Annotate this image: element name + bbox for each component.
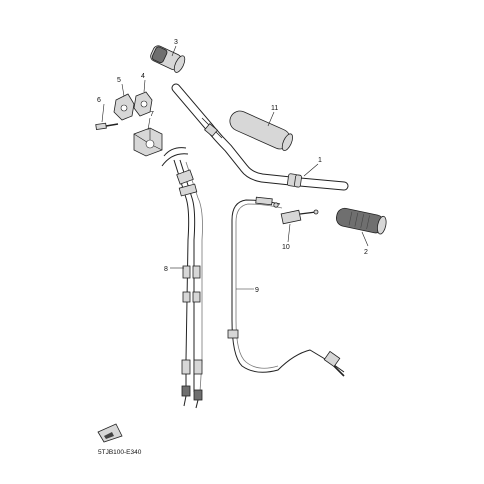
callout-1: 1 xyxy=(318,157,322,164)
callout-2: 2 xyxy=(364,249,368,256)
throttle-grip-assembly[interactable] xyxy=(149,43,187,74)
handlebar-pad[interactable] xyxy=(227,108,295,153)
diagram-code: 5TJB100-E340 xyxy=(98,449,142,456)
clutch-cable[interactable] xyxy=(227,196,345,377)
callouts: 3 5 4 6 7 11 1 2 8 9 10 xyxy=(97,39,368,294)
left-grip[interactable] xyxy=(335,207,388,235)
leader-lines xyxy=(101,45,369,290)
throttle-housing-cap[interactable] xyxy=(113,93,135,121)
callout-7: 7 xyxy=(150,111,154,118)
callout-4: 4 xyxy=(141,73,145,80)
callout-9: 9 xyxy=(255,287,259,294)
handlebar[interactable] xyxy=(171,83,349,191)
callout-6: 6 xyxy=(97,97,101,104)
cable-adjuster[interactable] xyxy=(280,209,319,225)
screw[interactable] xyxy=(95,122,119,130)
callout-3: 3 xyxy=(174,39,178,46)
throttle-housing[interactable] xyxy=(133,91,153,117)
holder[interactable] xyxy=(133,127,163,157)
callout-8: 8 xyxy=(164,266,168,273)
callout-11: 11 xyxy=(271,105,278,112)
callout-5: 5 xyxy=(117,77,121,84)
throttle-cable-assembly[interactable] xyxy=(161,147,203,409)
callout-10: 10 xyxy=(282,244,290,251)
reference-symbol xyxy=(97,423,123,443)
